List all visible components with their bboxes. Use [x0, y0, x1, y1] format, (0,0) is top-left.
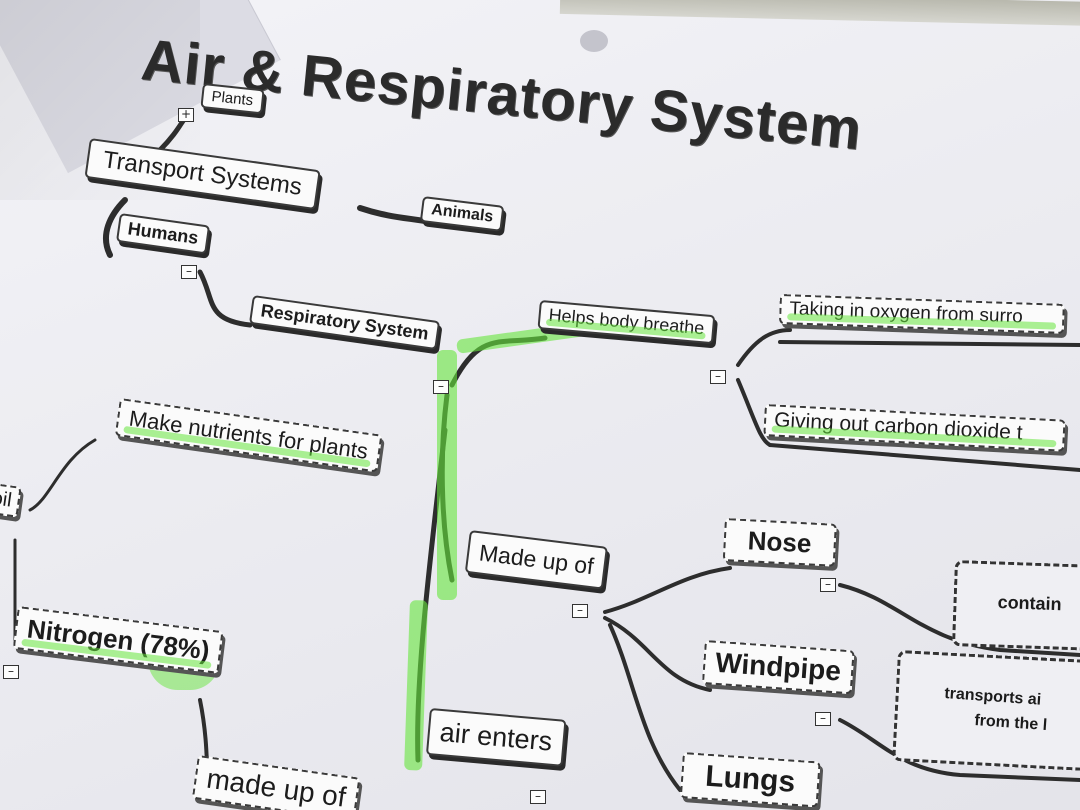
collapse-toggle[interactable]: –	[530, 790, 546, 804]
box-contains-text: contain	[997, 592, 1062, 615]
link-made-nose	[603, 566, 732, 614]
collapse-toggle[interactable]: –	[820, 578, 836, 592]
link-breathe-oxygen	[736, 328, 792, 367]
collapse-toggle[interactable]: –	[3, 665, 19, 679]
link-left-spine	[28, 438, 97, 512]
collapse-toggle[interactable]: –	[181, 265, 197, 279]
collapse-toggle[interactable]: –	[433, 380, 449, 394]
link-breathe-co2	[736, 378, 772, 447]
collapse-toggle[interactable]: –	[572, 604, 588, 618]
link-nose-contains	[838, 583, 1080, 657]
link-animals	[357, 205, 433, 225]
link-co2-line	[768, 443, 1080, 472]
node-nose[interactable]: Nose	[722, 518, 837, 567]
expand-toggle[interactable]: +	[178, 108, 194, 122]
link-oxygen-line	[778, 340, 1080, 347]
link-made-windpipe	[603, 616, 712, 692]
highlighter-stroke	[437, 350, 457, 600]
box-transports[interactable]	[892, 650, 1080, 772]
punch-hole	[580, 30, 608, 52]
node-lungs[interactable]: Lungs	[679, 752, 821, 808]
collapse-toggle[interactable]: –	[710, 370, 726, 384]
link-made-lungs	[608, 623, 682, 792]
collapse-toggle[interactable]: –	[815, 712, 831, 726]
link-plants	[157, 115, 188, 153]
link-humans	[103, 197, 128, 258]
link-humans-resp	[197, 269, 253, 328]
